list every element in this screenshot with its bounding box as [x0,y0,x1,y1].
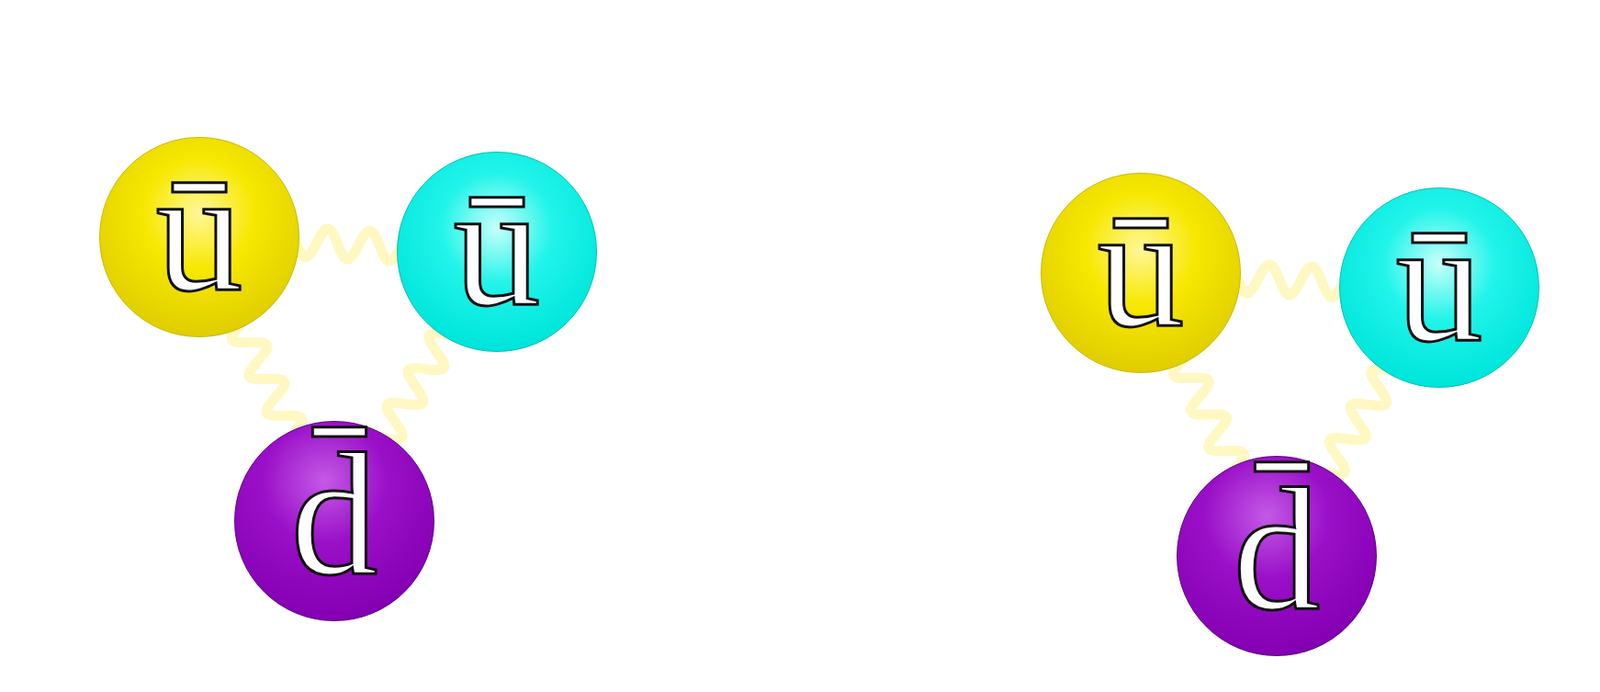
gluon-line [1237,264,1343,297]
gluon-line [1173,360,1245,470]
antiquark-symbol: ū [1097,179,1185,354]
antiquark-circle: ū [1040,172,1241,373]
antiquark-symbol: ū [1396,193,1484,369]
antiquark-symbol: ū [453,157,541,333]
antiquark-circle: ū [396,151,598,352]
gluon-line [231,324,303,434]
antiquark-symbol: d̄ [1233,461,1321,637]
gluon-line [383,333,447,440]
antiquark-circle: ū [1339,187,1540,388]
antiquark-symbol: d̄ [291,427,379,602]
gluon-line [1326,369,1389,475]
antiquark-circle: d̄ [1176,455,1377,656]
antiquark-circle: ū [99,136,300,338]
antiproton-circle: ū ū d̄ [18,12,667,662]
gluon-line [295,228,401,261]
antiquark-circle: d̄ [234,420,435,621]
antiproton-circle: ū ū d̄ [960,49,1600,689]
antiquark-symbol: ū [156,143,244,318]
